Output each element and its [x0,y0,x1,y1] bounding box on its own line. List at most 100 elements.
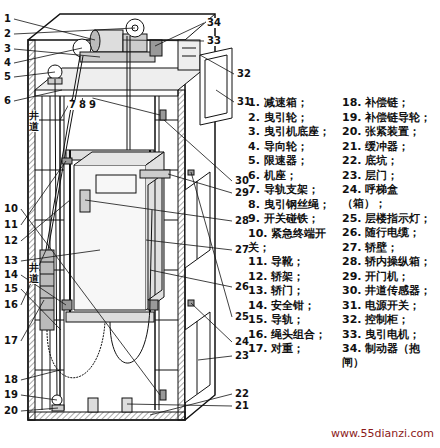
legend-item: 5. 限速器； [248,154,340,168]
leader-line [150,394,232,415]
callout-number: 14 [3,270,19,280]
leader-line [21,250,46,305]
leader-line [21,161,66,225]
leader-line [14,72,55,77]
legend-item: 34. 制动器（抱闸） [342,342,437,370]
leader-line [14,19,95,40]
callout-number: 34 [206,18,222,28]
callout-number: 28 [234,216,250,226]
callout-number: 11 [3,220,19,230]
legend-item: 23. 层门； [342,169,437,183]
callout-number: 9 [88,100,97,110]
legend-item: 30. 井道传感器； [342,284,437,298]
leader-line [216,90,234,102]
callout-number: 22 [234,389,250,399]
leader-line [14,28,135,34]
leader-line [14,48,82,63]
legend-item: 6. 机座； [248,169,340,183]
leader-line [150,270,232,287]
callout-number: 21 [234,401,250,411]
callout-number: 26 [234,282,250,292]
leader-line [168,174,232,193]
leader-line [127,404,232,406]
legend-item: 24. 呼梯盒（箱）； [342,183,437,211]
callout-number: 20 [3,406,19,416]
legend-item: 14. 安全钳； [248,299,340,313]
callout-number: 17 [3,336,19,346]
legend-item: 8. 曳引钢丝绳； [248,198,340,212]
callout-number: 2 [3,29,12,39]
callout-number: 15 [3,284,19,294]
legend-item: 26. 随行电缆； [342,226,437,240]
leader-line [146,240,232,250]
leader-line [21,289,61,330]
leader-line [191,172,232,317]
callout-number: 30 [234,176,250,186]
legend-item: 16. 绳头组合； [248,328,340,342]
shaft-label: 井道 [29,262,39,284]
legend-item: 31. 电源开关； [342,299,437,313]
legend-item: 10. 紧急终端开关； [248,227,340,255]
leader-line [164,120,232,181]
legend-item: 22. 底坑； [342,154,437,168]
callout-number: 16 [3,300,19,310]
legend-item: 9. 开关碰铁； [248,212,340,226]
leader-line [14,49,100,57]
legend-item: 27. 轿壁； [342,241,437,255]
leader-line [21,370,60,380]
legend-item: 17. 对重； [248,342,340,356]
leader-line [85,200,232,221]
callout-number: 32 [236,69,252,79]
legend-item: 20. 张紧装置； [342,125,437,139]
legend-item: 15. 导轨； [248,313,340,327]
callout-number: 3 [3,44,12,54]
callout-number: 19 [3,390,19,400]
callout-number: 6 [3,96,12,106]
callout-number: 27 [234,245,250,255]
leader-line [200,55,234,74]
leader-line [21,209,160,395]
legend-item: 11. 导靴； [248,255,340,269]
legend-item: 21. 缓冲器； [342,140,437,154]
leader-line [191,303,232,342]
callout-number: 25 [234,312,250,322]
leader-line [198,356,232,360]
legend-item: 12. 轿架； [248,270,340,284]
callout-number: 23 [234,351,250,361]
legend-item: 29. 开门机； [342,270,437,284]
callout-number: 8 [78,100,87,110]
watermark: www.55dianzi.com [331,428,434,439]
leader-line [21,408,58,411]
callout-number: 13 [3,256,19,266]
leader-line [21,200,70,241]
leader-line [14,90,62,101]
leader-line [155,23,204,46]
legend-item: 32. 控制柜； [342,313,437,327]
callout-number: 7 [68,100,77,110]
callout-number: 5 [3,72,12,82]
callout-number: 24 [234,337,250,347]
legend-item: 25. 层楼指示灯； [342,212,437,226]
leader-line [123,40,204,41]
legend-item: 13. 轿门； [248,284,340,298]
leader-line [21,300,44,341]
leader-line [21,250,100,261]
callout-number: 1 [3,14,12,24]
callout-number: 18 [3,375,19,385]
legend-item: 33. 曳引电机； [342,328,437,342]
legend-item: 1. 减速箱； [248,96,340,110]
leader-line [92,98,160,115]
callout-number: 10 [3,204,19,214]
legend-item: 2. 曳引轮； [248,111,340,125]
callout-number: 12 [3,236,19,246]
legend-item: 19. 补偿链导轮； [342,111,437,125]
leader-line [21,395,57,400]
legend-item: 4. 导向轮； [248,140,340,154]
legend-item: 3. 曳引机底座； [248,125,340,139]
shaft-label: 井道 [29,110,39,132]
legend-item: 18. 补偿链； [342,96,437,110]
legend-item: 7. 导轨支架； [248,183,340,197]
callout-number: 29 [234,188,250,198]
legend-item: 28. 轿内操纵箱； [342,255,437,269]
